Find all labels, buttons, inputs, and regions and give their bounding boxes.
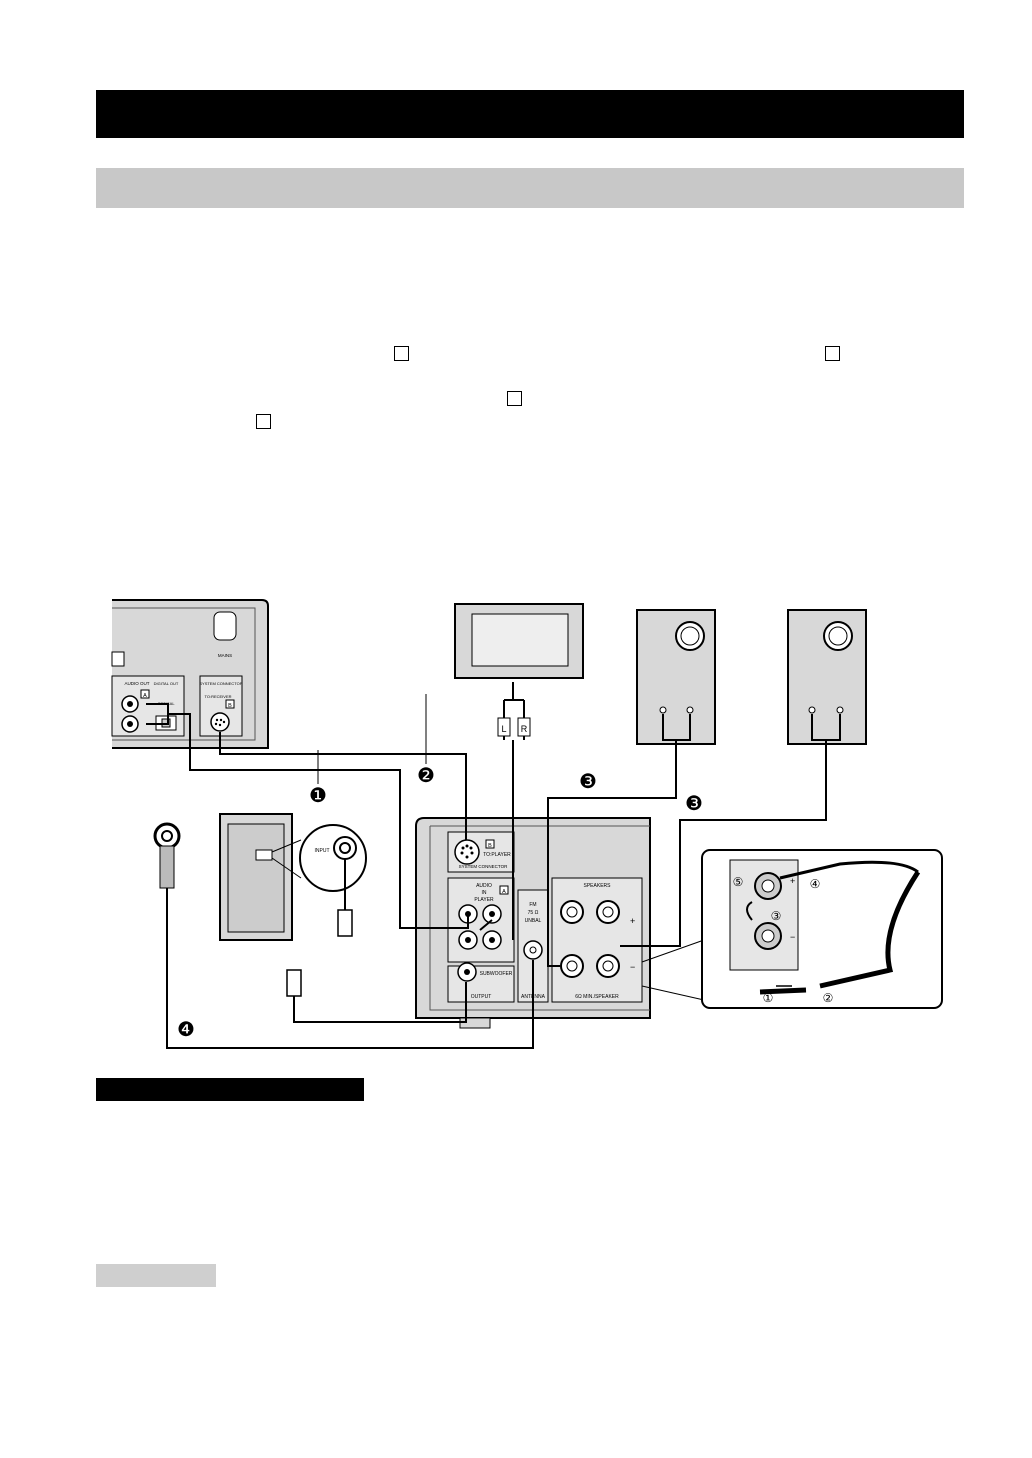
subwoofer-unit: INPUT — [219, 813, 367, 941]
player-badge-b: B — [228, 703, 232, 709]
min-speaker-label: 6Ω MIN./SPEAKER — [575, 994, 619, 1000]
connection-diagram: MAINS AUDIO OUT A DIGITAL OUT OPTICAL SY… — [111, 599, 943, 1049]
ohm75-label: 75 Ω — [528, 910, 539, 916]
inline-box-a — [394, 346, 409, 361]
notes-heading-bar — [96, 1078, 364, 1101]
cables — [146, 682, 841, 1049]
marker-4: ❹ — [177, 1019, 195, 1041]
receiver-unit: B TO:PLAYER SYSTEM CONNECTOR AUDIO IN PL… — [415, 817, 651, 1029]
marker-2: ❷ — [417, 765, 435, 787]
player-label: PLAYER — [474, 897, 494, 903]
inline-box-d — [256, 414, 271, 429]
tv-l-label: L — [501, 724, 506, 734]
receiver-plus-label: + — [630, 916, 635, 926]
mains-label: MAINS — [218, 653, 232, 658]
receiver-badge-a: A — [502, 889, 506, 895]
audio-out-label: AUDIO OUT — [124, 681, 149, 686]
subsection-title-bar — [96, 168, 964, 208]
to-receiver-label: TO:RECEIVER — [204, 694, 231, 699]
speaker-wire-inset: + − ① ② ③ ④ ⑤ — [641, 849, 943, 1009]
subwoofer-label: SUBWOOFER — [480, 971, 513, 977]
inset-plus-label: + — [790, 876, 795, 886]
unbal-label: UNBAL — [525, 918, 542, 924]
sub-input-label: INPUT — [315, 848, 330, 854]
fm-antenna — [153, 822, 181, 889]
section-title-bar — [96, 90, 964, 138]
speakers-label: SPEAKERS — [584, 883, 612, 889]
player-unit: MAINS AUDIO OUT A DIGITAL OUT OPTICAL SY… — [111, 599, 269, 749]
inset-step-3: ③ — [771, 909, 782, 923]
inset-step-2: ② — [823, 991, 834, 1005]
digital-out-label: DIGITAL OUT — [154, 681, 179, 686]
in-label: IN — [482, 890, 487, 896]
inset-step-1: ① — [763, 991, 774, 1005]
inset-step-5: ⑤ — [733, 875, 744, 889]
output-label: OUTPUT — [471, 994, 492, 1000]
rca-plugs: L R — [286, 717, 531, 997]
inline-box-c — [507, 391, 522, 406]
inline-box-b — [825, 346, 840, 361]
receiver-system-connector-label: SYSTEM CONNECTOR — [459, 864, 508, 869]
tv-r-label: R — [521, 724, 528, 734]
speaker-right — [636, 609, 716, 745]
marker-3a: ❸ — [579, 771, 597, 793]
player-badge-a: A — [143, 693, 147, 699]
tv-unit — [454, 603, 584, 679]
player-system-connector-label: SYSTEM CONNECTOR — [199, 681, 242, 686]
marker-1: ❶ — [309, 785, 327, 807]
fm-label: FM — [529, 902, 536, 908]
receiver-badge-b: B — [488, 843, 492, 849]
to-player-label: TO:PLAYER — [483, 852, 511, 858]
inset-step-4: ④ — [810, 877, 821, 891]
audio-label: AUDIO — [476, 883, 492, 889]
note-label-bar — [96, 1264, 216, 1287]
speaker-left — [787, 609, 867, 745]
marker-3b: ❸ — [685, 793, 703, 815]
inset-minus-label: − — [790, 932, 795, 942]
receiver-minus-label: − — [630, 962, 635, 972]
